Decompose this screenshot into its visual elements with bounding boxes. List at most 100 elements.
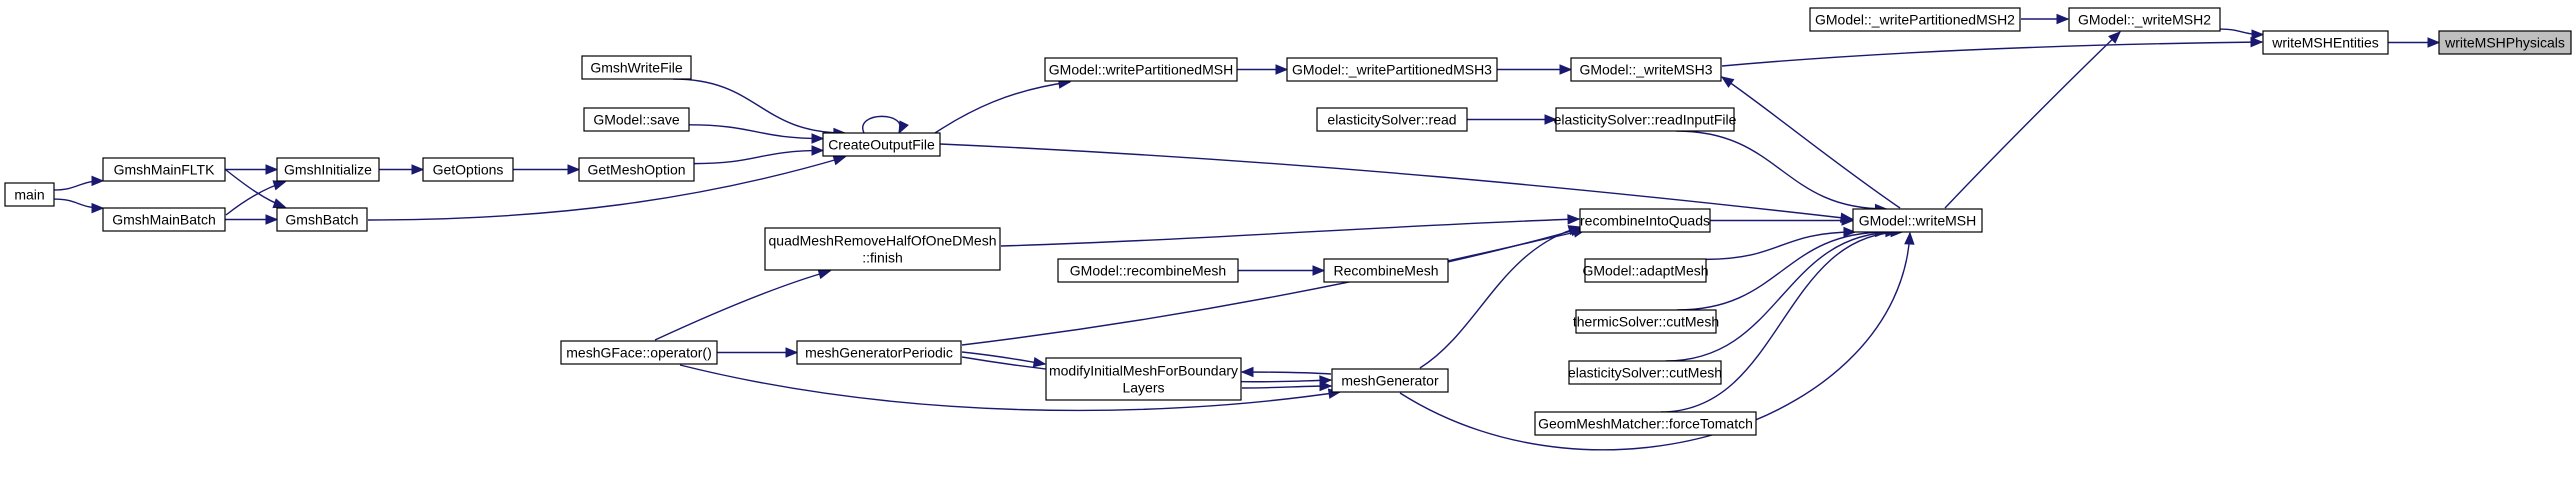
node-GModel_writeMSH2[interactable]: GModel::_writeMSH2 (2068, 7, 2221, 32)
edge-GModel_writePartitionedMSH-to-GModel_writePartitionedMSH3 (1237, 64, 1289, 75)
node-meshGenerator[interactable]: meshGenerator (1331, 368, 1449, 393)
node-GModel_save[interactable]: GModel::save (583, 107, 690, 132)
node-thermicSolver_cutMesh[interactable]: thermicSolver::cutMesh (1573, 309, 1719, 334)
edge-arrowhead (1032, 357, 1047, 368)
node-label: elasticitySolver::cutMesh (1568, 365, 1722, 381)
edge-arrowhead (811, 145, 825, 156)
edge-writeMSHEntities-to-writeMSHPhysicals (2388, 37, 2441, 48)
edge-line (367, 156, 846, 221)
node-GmshMainFLTK[interactable]: GmshMainFLTK (102, 157, 226, 182)
edge-line (934, 81, 1071, 134)
node-GModel_writePartitionedMSH3[interactable]: GModel::_writePartitionedMSH3 (1286, 57, 1498, 82)
node-GetMeshOption[interactable]: GetMeshOption (578, 157, 695, 182)
edge-arrowhead (2427, 37, 2441, 48)
edge-meshGFace_operator-to-meshGeneratorPeriodic (717, 347, 799, 358)
edge-meshGenerator-to-recombineIntoQuads (1419, 225, 1582, 369)
node-GeomMeshMatcher_forceTomatch[interactable]: GeomMeshMatcher::forceTomatch (1534, 411, 1757, 436)
edge-line (1000, 218, 1580, 247)
edge-line (1944, 31, 2121, 209)
node-box (2068, 7, 2221, 32)
node-box (102, 157, 226, 182)
node-GModel_recombineMesh[interactable]: GModel::recombineMesh (1057, 258, 1239, 283)
edge-arrowhead (265, 164, 279, 175)
node-box (1044, 57, 1238, 82)
edge-quadMeshRemoveHalf-to-recombineIntoQuads (1000, 214, 1581, 247)
node-writeMSHPhysicals[interactable]: writeMSHPhysicals (2438, 30, 2572, 55)
edge-arrowhead (1841, 215, 1855, 226)
node-elasticitySolver_read[interactable]: elasticitySolver::read (1316, 107, 1468, 132)
node-box (1323, 258, 1449, 283)
edge-arrowhead (1312, 265, 1326, 276)
node-label: GmshInitialize (284, 162, 372, 178)
node-label: GModel::recombineMesh (1070, 263, 1226, 279)
edge-GetOptions-to-GetMeshOption (513, 164, 581, 175)
node-label: GetMeshOption (587, 162, 685, 178)
edge-GmshMainBatch-to-GmshBatch (225, 214, 279, 225)
node-box (1852, 208, 1983, 233)
node-meshGeneratorPeriodic[interactable]: meshGeneratorPeriodic (796, 340, 962, 365)
node-GmshInitialize[interactable]: GmshInitialize (276, 157, 380, 182)
edge-arrowhead (1720, 76, 1735, 88)
edge-main-to-GmshMainBatch (53, 198, 105, 214)
edge-line (688, 124, 824, 140)
node-GModel_writeMSH[interactable]: GModel::writeMSH (1852, 208, 1983, 233)
edge-GModel_writePartitionedMSH3-to-GModel_writeMSH3 (1497, 64, 1573, 75)
node-box (560, 340, 718, 365)
node-label: Layers (1122, 380, 1164, 396)
node-label: ::finish (862, 250, 902, 266)
node-label: GmshWriteFile (590, 60, 683, 76)
edge-line (961, 229, 1586, 346)
node-label: writeMSHEntities (2271, 35, 2379, 51)
node-box (4, 182, 55, 207)
edge-GModel_adaptMesh-to-GModel_writeMSH (1705, 226, 1857, 261)
edge-line (1721, 41, 2263, 67)
node-writeMSHEntities[interactable]: writeMSHEntities (2262, 30, 2389, 55)
edge-meshGenerator-to-modifyInitialMesh (1240, 366, 1332, 378)
node-box (2262, 30, 2389, 55)
node-box (578, 157, 695, 182)
edge-meshGeneratorPeriodic-to-modifyInitialMesh (961, 351, 1047, 368)
edge-GModel_writeMSH-to-GModel_writeMSH3 (1720, 76, 1901, 209)
node-GmshWriteFile[interactable]: GmshWriteFile (581, 55, 692, 80)
node-box (1045, 357, 1242, 401)
edge-GModel_writePartitionedMSH2-to-GModel_writeMSH2 (2021, 13, 2070, 25)
node-box (1316, 107, 1468, 132)
node-GmshBatch[interactable]: GmshBatch (276, 207, 368, 232)
node-GModel_adaptMesh[interactable]: GModel::adaptMesh (1582, 258, 1709, 283)
node-elasticitySolver_readInputFile[interactable]: elasticitySolver::readInputFile (1554, 107, 1737, 132)
edge-line (1676, 231, 1887, 311)
edge-GmshMainFLTK-to-GmshBatch (225, 169, 287, 209)
node-meshGFace_operator[interactable]: meshGFace::operator() (560, 340, 718, 365)
node-main[interactable]: main (4, 182, 55, 207)
node-elasticitySolver_cutMesh[interactable]: elasticitySolver::cutMesh (1568, 360, 1722, 385)
node-label: GModel::adaptMesh (1582, 263, 1708, 279)
edge-line (1419, 226, 1581, 369)
node-GModel_writePartitionedMSH2[interactable]: GModel::_writePartitionedMSH2 (1809, 7, 2021, 32)
node-label: CreateOutputFile (828, 137, 935, 153)
node-box (1534, 411, 1757, 436)
node-label: GetOptions (433, 162, 504, 178)
node-GmshMainBatch[interactable]: GmshMainBatch (102, 207, 226, 232)
node-box (822, 132, 941, 157)
edge-arrowhead (1567, 225, 1582, 236)
node-label: GModel::save (593, 112, 680, 128)
edge-arrowhead (785, 347, 799, 358)
node-label: main (14, 187, 44, 203)
node-GModel_writeMSH3[interactable]: GModel::_writeMSH3 (1570, 57, 1722, 82)
edge-line (679, 364, 1341, 412)
node-recombineIntoQuads[interactable]: recombineIntoQuads (1579, 208, 1711, 233)
node-GModel_writePartitionedMSH[interactable]: GModel::writePartitionedMSH (1044, 57, 1238, 82)
node-box (276, 157, 380, 182)
edge-GmshMainFLTK-to-GmshInitialize (225, 164, 279, 175)
node-RecombineMesh[interactable]: RecombineMesh (1323, 258, 1449, 283)
node-CreateOutputFile[interactable]: CreateOutputFile (822, 132, 941, 157)
node-quadMeshRemoveHalf[interactable]: quadMeshRemoveHalfOfOneDMesh::finish (764, 227, 1001, 271)
edge-line (939, 143, 1853, 220)
node-GetOptions[interactable]: GetOptions (422, 157, 514, 182)
edge-arrowhead (1275, 64, 1289, 75)
edge-CreateOutputFile-to-CreateOutputFile (862, 115, 909, 135)
node-label: meshGenerator (1341, 373, 1439, 389)
edge-GModel_recombineMesh-to-RecombineMesh (1237, 265, 1326, 276)
